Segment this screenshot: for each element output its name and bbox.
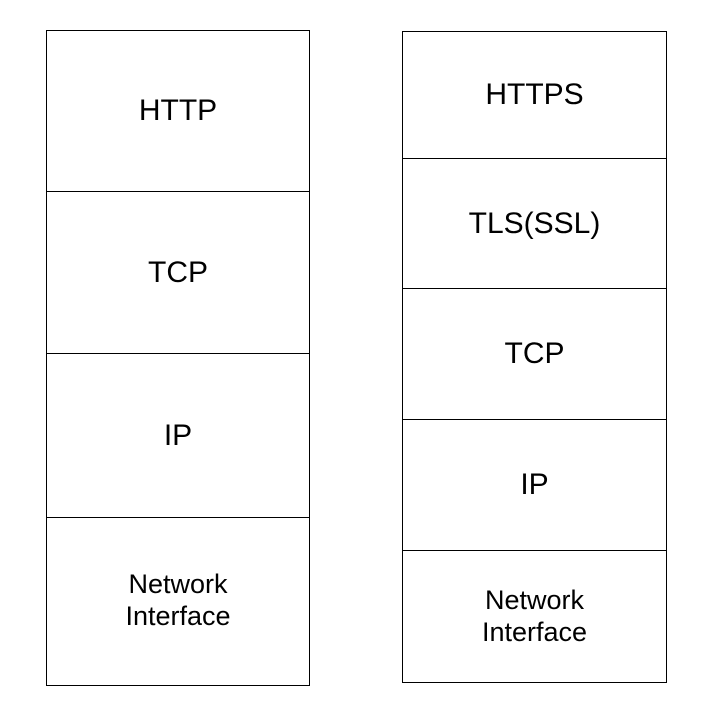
stack-layer-network-interface: Network Interface <box>47 518 309 685</box>
layer-label: TCP <box>148 255 208 289</box>
stack-layer-tcp: TCP <box>403 289 666 420</box>
stack-layer-network-interface: Network Interface <box>403 551 666 682</box>
stack-layer-ip: IP <box>47 354 309 518</box>
layer-label: HTTPS <box>485 78 584 112</box>
layer-label: IP <box>163 418 193 452</box>
stack-layer-ip: IP <box>403 420 666 552</box>
https-protocol-stack: HTTPS TLS(SSL) TCP IP Network Interface <box>402 31 667 683</box>
layer-label: HTTP <box>138 94 218 128</box>
stack-layer-tcp: TCP <box>47 192 309 355</box>
layer-label: TLS(SSL) <box>468 206 601 240</box>
stack-layer-http: HTTP <box>47 31 309 192</box>
http-protocol-stack: HTTP TCP IP Network Interface <box>46 30 310 686</box>
layer-label: TCP <box>504 337 565 371</box>
layer-label: Network Interface <box>125 569 231 632</box>
layer-label: IP <box>520 468 549 502</box>
stack-layer-https: HTTPS <box>403 32 666 159</box>
stack-layer-tls-ssl: TLS(SSL) <box>403 159 666 290</box>
layer-label: Network Interface <box>481 584 588 647</box>
